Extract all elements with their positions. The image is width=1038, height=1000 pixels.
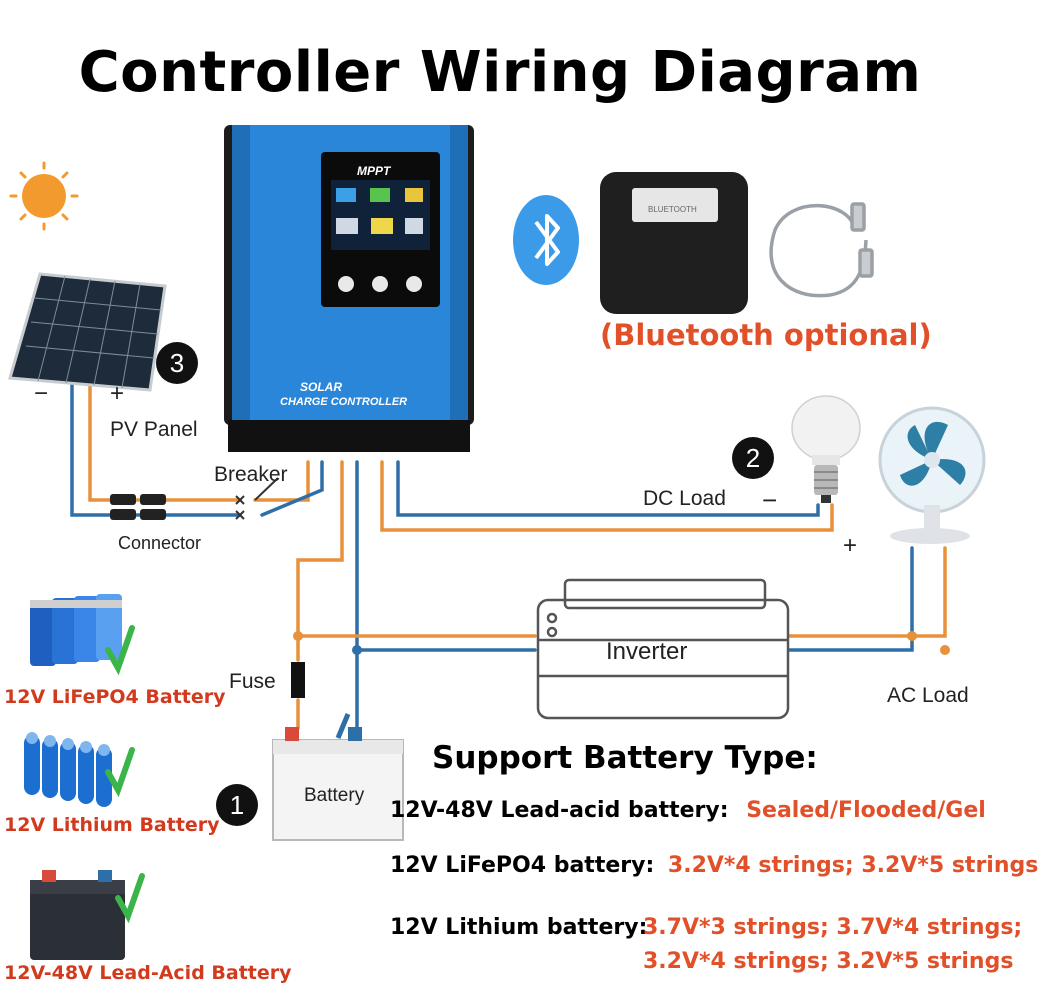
support-row-lithium: 12V Lithium battery:	[390, 915, 647, 940]
support-row-value: Sealed/Flooded/Gel	[746, 798, 986, 823]
controller-screen-brand: MPPT	[357, 164, 391, 178]
lead-acid-battery-picture	[30, 870, 125, 960]
ac-load-wire-b	[788, 546, 914, 652]
page-title: Controller Wiring Diagram	[78, 40, 922, 105]
dc-load-label: DC Load	[643, 487, 726, 510]
ac-load-wire-a	[788, 546, 947, 638]
support-row-lead-acid: 12V-48V Lead-acid battery: Sealed/Floode…	[390, 798, 986, 823]
support-row-lifepo4: 12V LiFePO4 battery: 3.2V*4 strings; 3.2…	[390, 853, 1038, 878]
inverter-device	[536, 578, 790, 720]
breaker-label: Breaker	[214, 463, 288, 486]
pv-plus-label: +	[110, 380, 125, 407]
support-row-key: 12V Lithium battery:	[390, 915, 648, 940]
inverter-label: Inverter	[606, 638, 688, 665]
bluetooth-icon	[513, 195, 579, 285]
dc-load-negative-wire	[396, 460, 820, 517]
solar-panel-icon	[8, 272, 167, 392]
pv-negative-wire	[70, 383, 242, 517]
connector-label: Connector	[118, 533, 202, 553]
charge-controller-device	[224, 125, 474, 452]
mc4-connector-icon	[110, 494, 166, 520]
support-title: Support Battery Type:	[432, 740, 818, 776]
ethernet-cable-icon	[769, 202, 874, 298]
sun-icon	[9, 161, 79, 231]
light-bulb-icon	[791, 395, 861, 503]
fan-icon	[878, 406, 986, 544]
support-row-lithium-value-2: 3.2V*4 strings; 3.2V*5 strings	[643, 949, 1013, 974]
lead-acid-caption: 12V-48V Lead-Acid Battery	[4, 962, 292, 984]
lithium-caption: 12V Lithium Battery	[4, 814, 220, 836]
lithium-battery-picture	[24, 732, 112, 807]
battery-device	[272, 713, 404, 841]
badge-1: 1	[216, 784, 258, 826]
lifepo4-caption: 12V LiFePO4 Battery	[4, 686, 226, 708]
fuse-label: Fuse	[229, 670, 276, 693]
badge-2: 2	[732, 437, 774, 479]
controller-name-line2: CHARGE CONTROLLER	[280, 396, 408, 408]
battery-positive-wire	[296, 460, 344, 662]
bluetooth-optional-label: (Bluetooth optional)	[600, 318, 932, 352]
controller-name-line1: SOLAR	[300, 380, 342, 394]
pv-positive-wire	[88, 383, 242, 502]
battery-label: Battery	[304, 785, 365, 806]
dc-load-positive-wire	[380, 460, 834, 532]
badge-3: 3	[156, 342, 198, 384]
pv-positive-to-controller	[253, 460, 310, 502]
pv-minus-label: −	[34, 380, 49, 407]
support-row-value: 3.7V*3 strings; 3.7V*4 strings;	[643, 915, 1023, 940]
support-row-value-2: 3.2V*4 strings; 3.2V*5 strings	[643, 949, 1014, 974]
lifepo4-battery-picture	[30, 594, 122, 666]
support-row-lithium-value: 3.7V*3 strings; 3.7V*4 strings;	[643, 915, 1022, 940]
fuse-icon	[291, 662, 305, 698]
check-icon	[105, 625, 145, 924]
dc-minus-label: −	[762, 485, 778, 515]
support-row-key: 12V-48V Lead-acid battery:	[390, 798, 729, 823]
bluetooth-module-device	[600, 172, 748, 314]
support-row-key: 12V LiFePO4 battery:	[390, 853, 655, 878]
breaker-switch	[235, 477, 279, 520]
pv-negative-to-controller	[260, 460, 324, 517]
dc-plus-label: +	[843, 532, 858, 559]
bluetooth-device-text: BLUETOOTH	[648, 205, 697, 214]
wiring-diagram	[8, 125, 986, 960]
pv-panel-label: PV Panel	[110, 418, 198, 441]
support-row-value: 3.2V*4 strings; 3.2V*5 strings	[667, 853, 1038, 878]
ac-load-label: AC Load	[887, 684, 969, 707]
